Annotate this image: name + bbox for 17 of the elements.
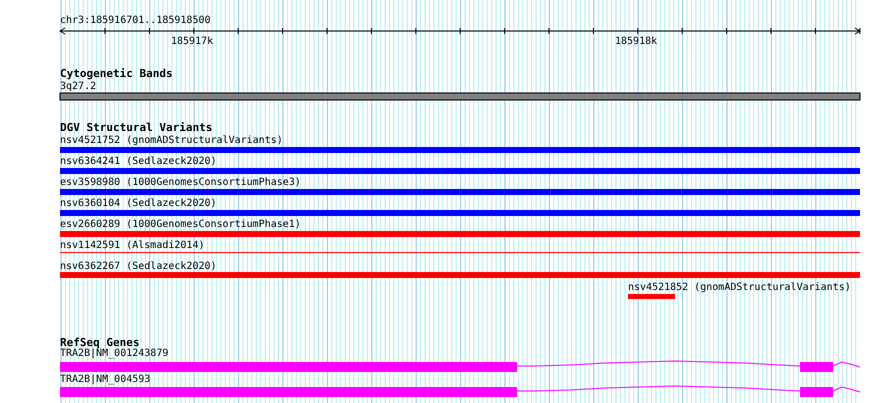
track-title: Cytogenetic Bands [60, 68, 173, 79]
variant-label: esv2660289 (1000GenomesConsortiumPhase1) [60, 219, 301, 230]
variant-label: esv3598980 (1000GenomesConsortiumPhase3) [60, 177, 301, 188]
track-title: DGV Structural Variants [60, 122, 212, 133]
variant-label: nsv6360104 (Sedlazeck2020) [60, 198, 217, 209]
variant-label: nsv4521852 (gnomADStructuralVariants) [628, 282, 851, 293]
variant-label: nsv6364241 (Sedlazeck2020) [60, 156, 217, 167]
variant-label: nsv6362267 (Sedlazeck2020) [60, 261, 217, 272]
gene-label: TRA2B|NM_004593 [60, 374, 150, 385]
axis-label: 185918k [615, 36, 658, 47]
variant-label: nsv1142591 (Alsmadi2014) [60, 240, 204, 251]
axis-label: 185917k [171, 36, 214, 47]
track-title: RefSeq Genes [60, 337, 140, 348]
variant-label: nsv4521752 (gnomADStructuralVariants) [60, 135, 283, 146]
axis-label: chr3:185916701..185918500 [60, 15, 211, 26]
gene-label: TRA2B|NM_001243879 [60, 348, 168, 359]
band-label: 3q27.2 [60, 81, 96, 92]
